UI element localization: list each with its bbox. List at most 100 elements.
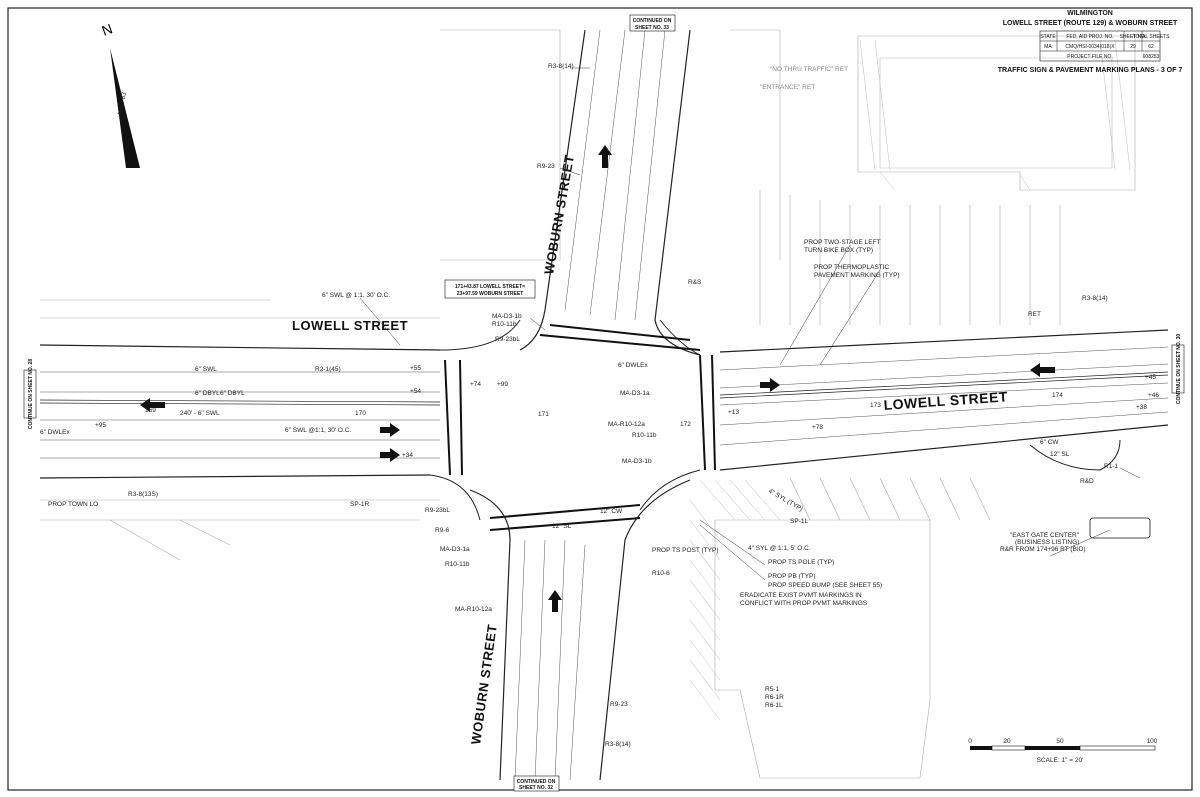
callout-label: 6" CW bbox=[1040, 439, 1059, 446]
callout-label: 6" DBYL bbox=[220, 390, 245, 397]
callout-label: R10-6 bbox=[652, 570, 670, 577]
svg-text:SHEET NO. 33: SHEET NO. 33 bbox=[635, 25, 669, 31]
callout-label: MA-D3-1a bbox=[620, 390, 650, 397]
tb-project-file-label: PROJECT FILE NO. bbox=[1067, 54, 1112, 60]
north-arrow-icon bbox=[110, 48, 140, 168]
callout-label: PROP THERMOPLASTIC bbox=[814, 264, 890, 271]
arrow-mark bbox=[140, 398, 165, 412]
callout-label: R1-1 bbox=[1104, 463, 1118, 470]
callout-label: MA-R10-12a bbox=[608, 421, 645, 428]
callout-label: +74 bbox=[470, 381, 481, 388]
callout-label: 6" DBYL bbox=[195, 390, 220, 397]
callout-label: MA-R10-12a bbox=[455, 606, 492, 613]
callout-label: R6-1R bbox=[765, 694, 784, 701]
tb-plan-title: TRAFFIC SIGN & PAVEMENT MARKING PLANS - … bbox=[998, 67, 1183, 74]
callout-label: (BUSINESS LISTING) bbox=[1015, 539, 1079, 546]
callout-label: 6" DWLEx bbox=[40, 429, 71, 436]
leader-lines bbox=[359, 67, 1141, 581]
scale-label: SCALE: 1" = 20' bbox=[1037, 757, 1084, 764]
tb-col-sheet-no: SHEET NO. bbox=[1120, 34, 1147, 40]
callout-label: 4" SYL (TYP) bbox=[767, 488, 804, 513]
callout-label: 4" SYL @ 1:1, 5' O.C. bbox=[748, 545, 811, 552]
hatched-areas bbox=[689, 39, 1131, 721]
lowell-street-road bbox=[39, 329, 1169, 479]
callout-label: SP-1R bbox=[350, 501, 369, 508]
callout-label: +34 bbox=[402, 452, 413, 459]
callout-label: R9-23 bbox=[537, 163, 555, 170]
continuation-bottom: CONTINUED ON SHEET NO. 32 bbox=[513, 775, 560, 792]
svg-text:CONTINUE ON SHEET NO. 30: CONTINUE ON SHEET NO. 30 bbox=[1176, 334, 1182, 405]
north-letter: N bbox=[100, 20, 115, 38]
callout-label: R9-23bL bbox=[495, 336, 520, 343]
callout-label: R5-1 bbox=[765, 686, 779, 693]
callout-label: +38 bbox=[1136, 404, 1147, 411]
callout-label: SP-1L bbox=[790, 518, 808, 525]
arrow-mark bbox=[380, 448, 400, 462]
callout-label: ERADICATE EXIST PVMT MARKINGS IN bbox=[740, 592, 862, 599]
callout-label: PROP PB (TYP) bbox=[768, 573, 816, 580]
callout-label: R3-8(14) bbox=[605, 741, 631, 748]
callout-label: PROP SPEED BUMP (SEE SHEET 55) bbox=[768, 582, 882, 589]
callout-label: +54 bbox=[410, 388, 421, 395]
arrow-mark bbox=[548, 590, 562, 612]
callout-label: R&D bbox=[1080, 478, 1094, 485]
sign-symbol bbox=[1089, 517, 1151, 539]
continuation-right: CONTINUE ON SHEET NO. 30 bbox=[1171, 334, 1185, 405]
callout-label: +46 bbox=[1148, 392, 1159, 399]
callout-label: CONFLICT WITH PROP PVMT MARKINGS bbox=[740, 600, 868, 607]
svg-text:CONTINUED ON: CONTINUED ON bbox=[517, 779, 556, 785]
callout-label: +55 bbox=[410, 365, 421, 372]
callout-label: R3-8(13S) bbox=[128, 491, 158, 498]
scale-tick: 0 bbox=[968, 738, 972, 745]
curb-returns bbox=[429, 319, 1121, 521]
sheet-border bbox=[7, 7, 1193, 791]
tb-sheet-no: 29 bbox=[1130, 44, 1136, 50]
tb-fed-aid-no: CMQ/HSI-0034(018)X bbox=[1065, 44, 1115, 50]
title-block: WILMINGTON LOWELL STREET (ROUTE 129) & W… bbox=[998, 10, 1183, 74]
callout-label: PAVEMENT MARKING (TYP) bbox=[814, 272, 900, 279]
lane-arrows bbox=[140, 145, 1055, 612]
svg-text:23+97.59 WOBURN STREET: 23+97.59 WOBURN STREET bbox=[457, 291, 524, 297]
callout-label: 173 bbox=[870, 402, 881, 409]
scale-bar: 0 20 50 100 SCALE: 1" = 20' bbox=[968, 738, 1158, 764]
callout-label: R9-6 bbox=[435, 527, 449, 534]
continuation-top: CONTINUED ON SHEET NO. 33 bbox=[629, 14, 676, 32]
arrow-mark bbox=[380, 423, 400, 437]
callout-label: 174 bbox=[1052, 392, 1063, 399]
callouts: R3-8(14) R9-23 6" SWL @ 1:1, 30' O.C. MA… bbox=[40, 63, 1159, 748]
callout-label: R10-11b bbox=[492, 321, 517, 328]
woburn-street-road bbox=[469, 29, 701, 781]
callout-label: R3-8(14) bbox=[1082, 295, 1108, 302]
svg-text:SHEET NO. 32: SHEET NO. 32 bbox=[519, 785, 553, 791]
arrow-mark bbox=[598, 145, 612, 168]
callout-label: 6" SWL @1:1, 30' O.C. bbox=[285, 427, 351, 434]
callout-label: 171 bbox=[538, 411, 549, 418]
street-lowell-east: LOWELL STREET bbox=[883, 388, 1008, 413]
callout-label: 6" DWLEx bbox=[618, 362, 649, 369]
callout-label: R10-11b bbox=[632, 432, 657, 439]
scale-tick: 50 bbox=[1056, 738, 1064, 745]
scale-tick: 100 bbox=[1147, 738, 1158, 745]
callout-label: R&R FROM 174+96 RT (BID) bbox=[1000, 546, 1086, 553]
tb-col-fed-aid: FED. AID PROJ. NO. bbox=[1066, 34, 1113, 40]
crosswalks bbox=[444, 324, 716, 531]
callout-label: MA-D3-1b bbox=[492, 313, 522, 320]
callout-label: "NO THRU TRAFFIC" RET bbox=[770, 66, 848, 73]
street-woburn-south: WOBURN STREET bbox=[468, 623, 500, 745]
north-arrow: N NAD 83 bbox=[100, 20, 140, 168]
street-lowell-west: LOWELL STREET bbox=[292, 318, 408, 333]
callout-label: 170 bbox=[355, 410, 366, 417]
callout-label: "ENTRANCE" RET bbox=[760, 84, 815, 91]
callout-label: PROP TOWN LO bbox=[48, 501, 98, 508]
tb-col-total: TOTAL SHEETS bbox=[1133, 34, 1171, 40]
continuation-left: CONTINUE ON SHEET NO. 28 bbox=[23, 359, 37, 430]
callout-label: 12" SL bbox=[552, 523, 572, 530]
tb-city: WILMINGTON bbox=[1067, 10, 1113, 17]
svg-text:CONTINUE ON SHEET NO. 28: CONTINUE ON SHEET NO. 28 bbox=[28, 359, 34, 430]
callout-label: R2-1(45) bbox=[315, 366, 341, 373]
callout-label: +45 bbox=[1145, 374, 1156, 381]
callout-label: 172 bbox=[680, 421, 691, 428]
callout-label: MA-D3-1a bbox=[440, 546, 470, 553]
callout-label: R&S bbox=[688, 279, 702, 286]
callout-label: "EAST GATE CENTER" bbox=[1010, 532, 1080, 539]
